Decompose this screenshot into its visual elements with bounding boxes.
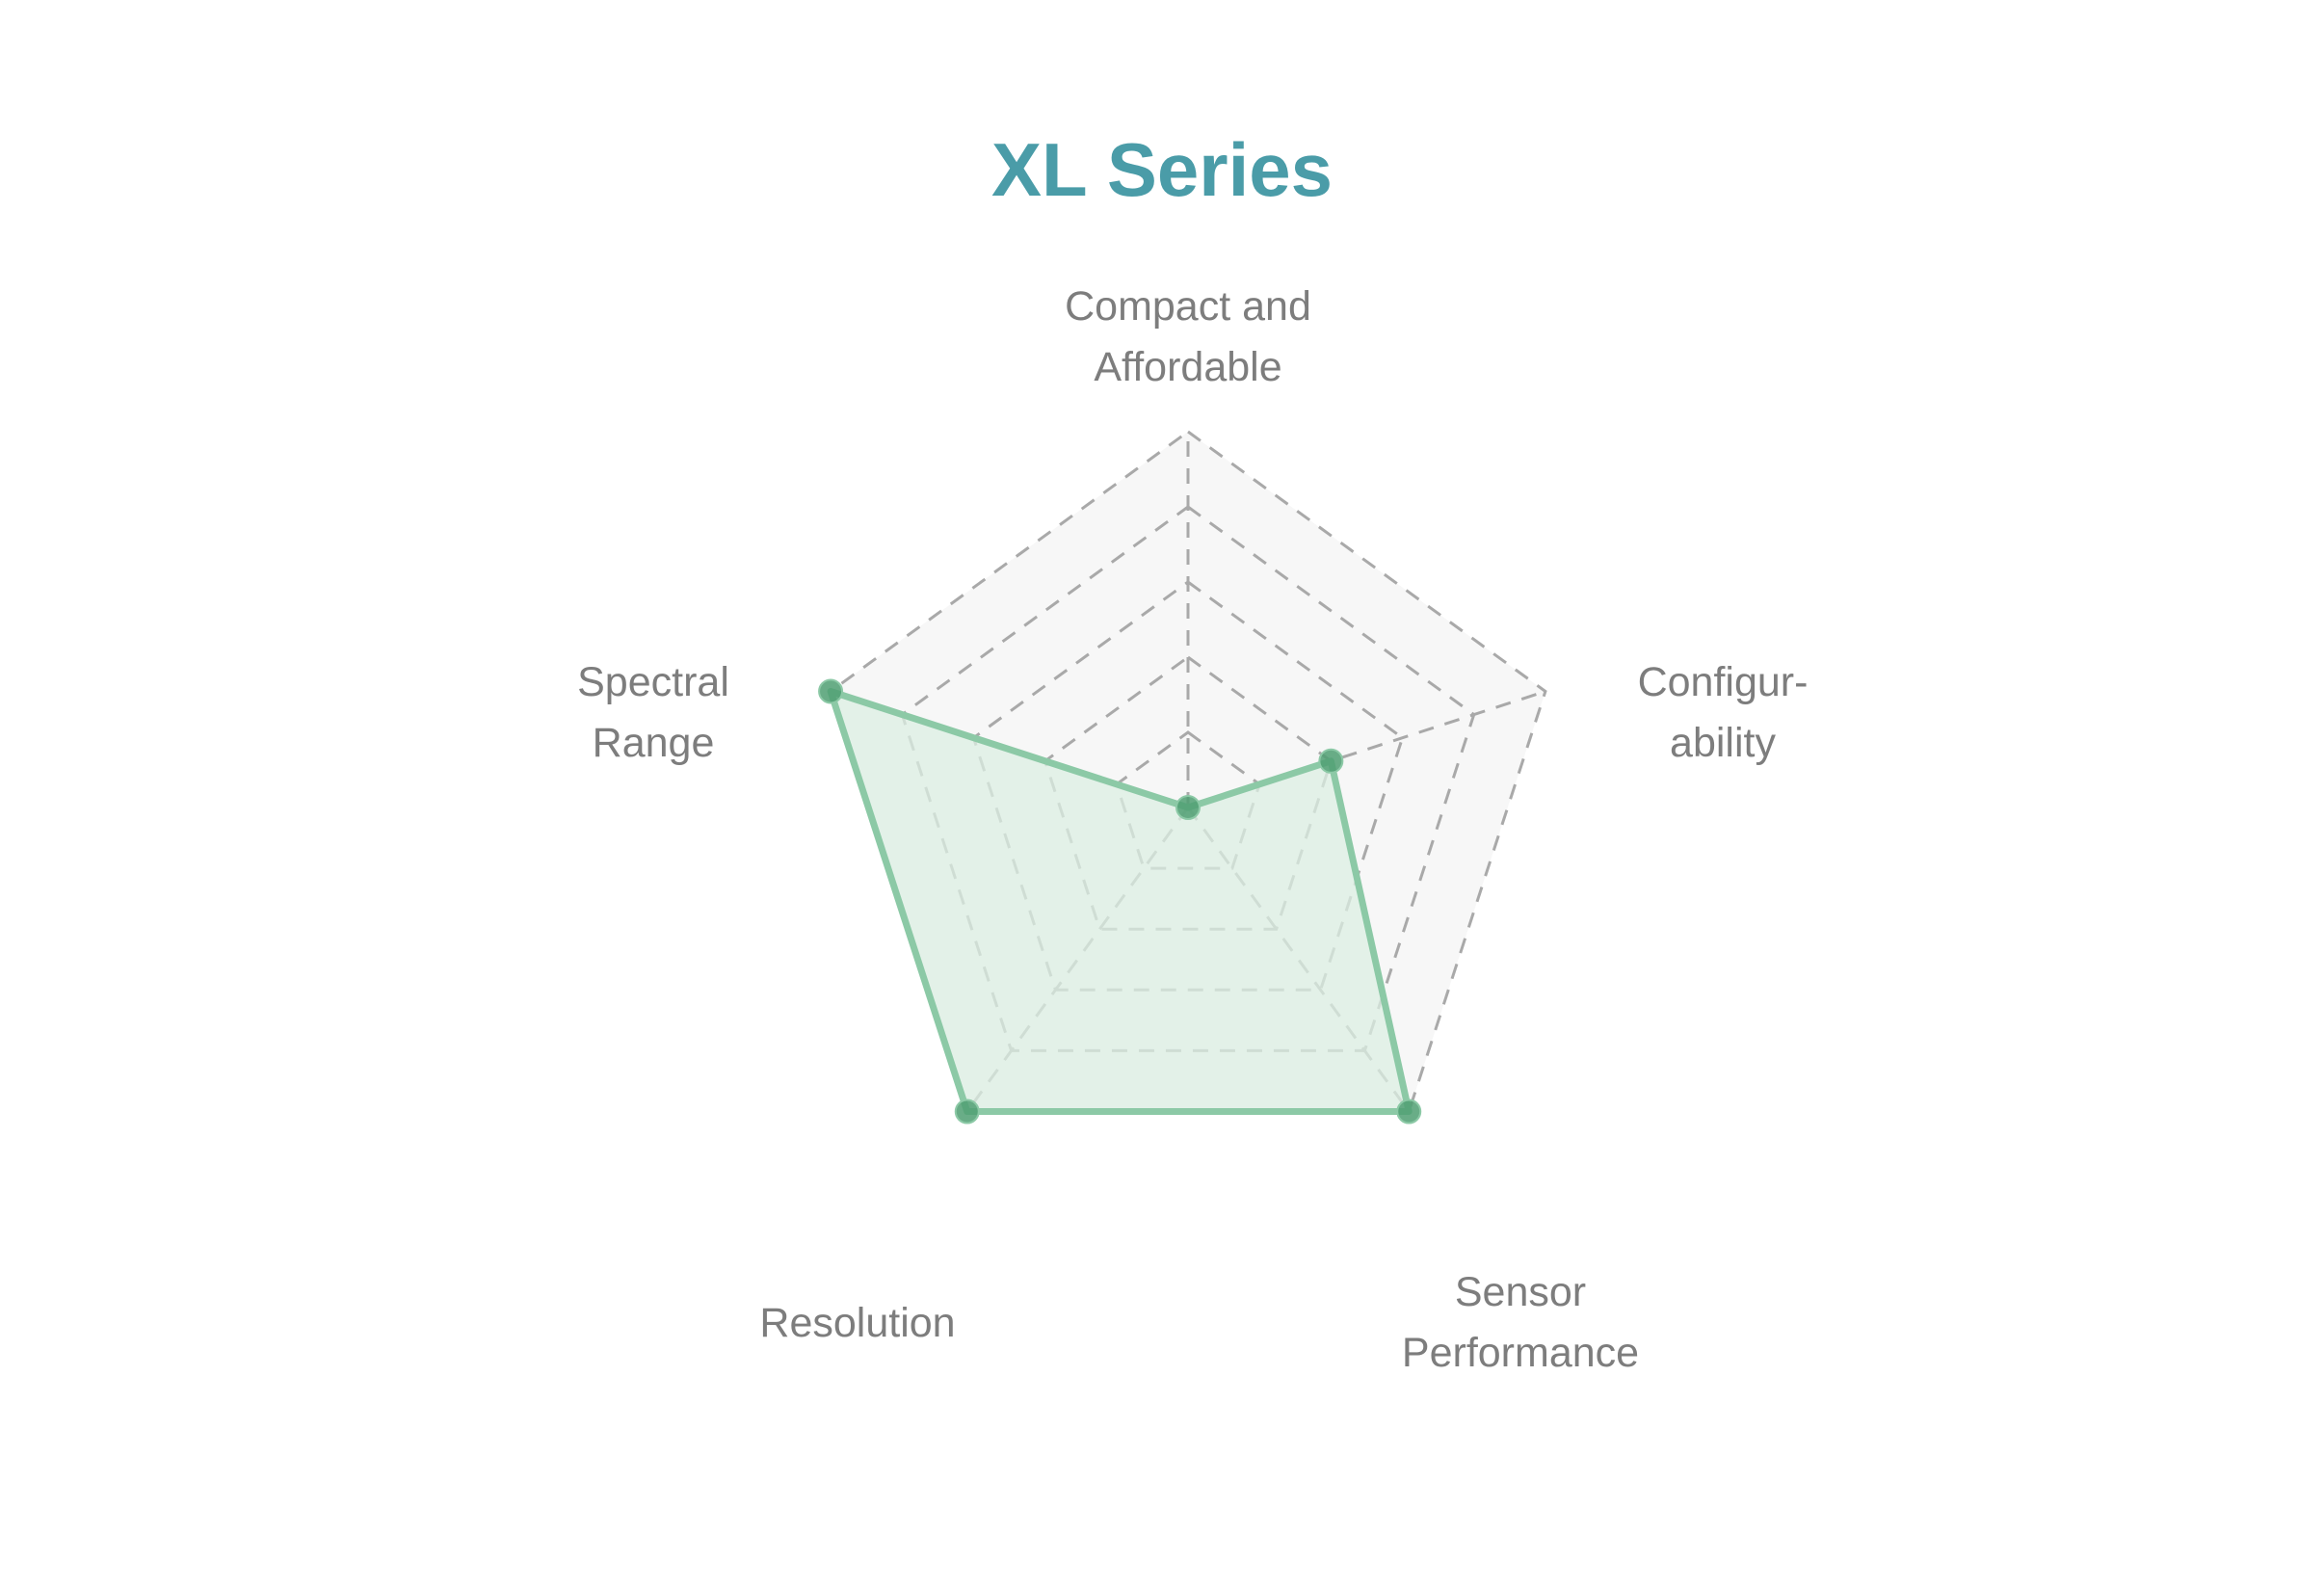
axis-label-line: Resolution — [759, 1300, 955, 1346]
axis-label: Resolution — [759, 1300, 955, 1346]
data-point — [818, 678, 844, 704]
axis-label-line: Range — [593, 720, 715, 766]
radar-series — [818, 678, 1422, 1125]
axis-label-line: Configur- — [1638, 659, 1809, 705]
axis-label: Configur-ability — [1638, 659, 1809, 766]
data-point — [1396, 1098, 1422, 1125]
axis-label-line: Spectral — [577, 659, 729, 705]
axis-label-line: Sensor — [1455, 1269, 1586, 1315]
data-point — [1318, 748, 1344, 774]
axis-label-line: Compact and — [1065, 283, 1311, 330]
axis-label-line: Affordable — [1094, 344, 1281, 390]
data-point — [1175, 795, 1201, 820]
axis-label-line: ability — [1670, 720, 1776, 766]
data-point — [954, 1098, 980, 1125]
grid-ring — [829, 430, 1547, 1114]
axis-label-line: Performance — [1402, 1330, 1639, 1376]
chart-title: XL Series — [990, 127, 1334, 212]
series-area — [827, 687, 1413, 1116]
